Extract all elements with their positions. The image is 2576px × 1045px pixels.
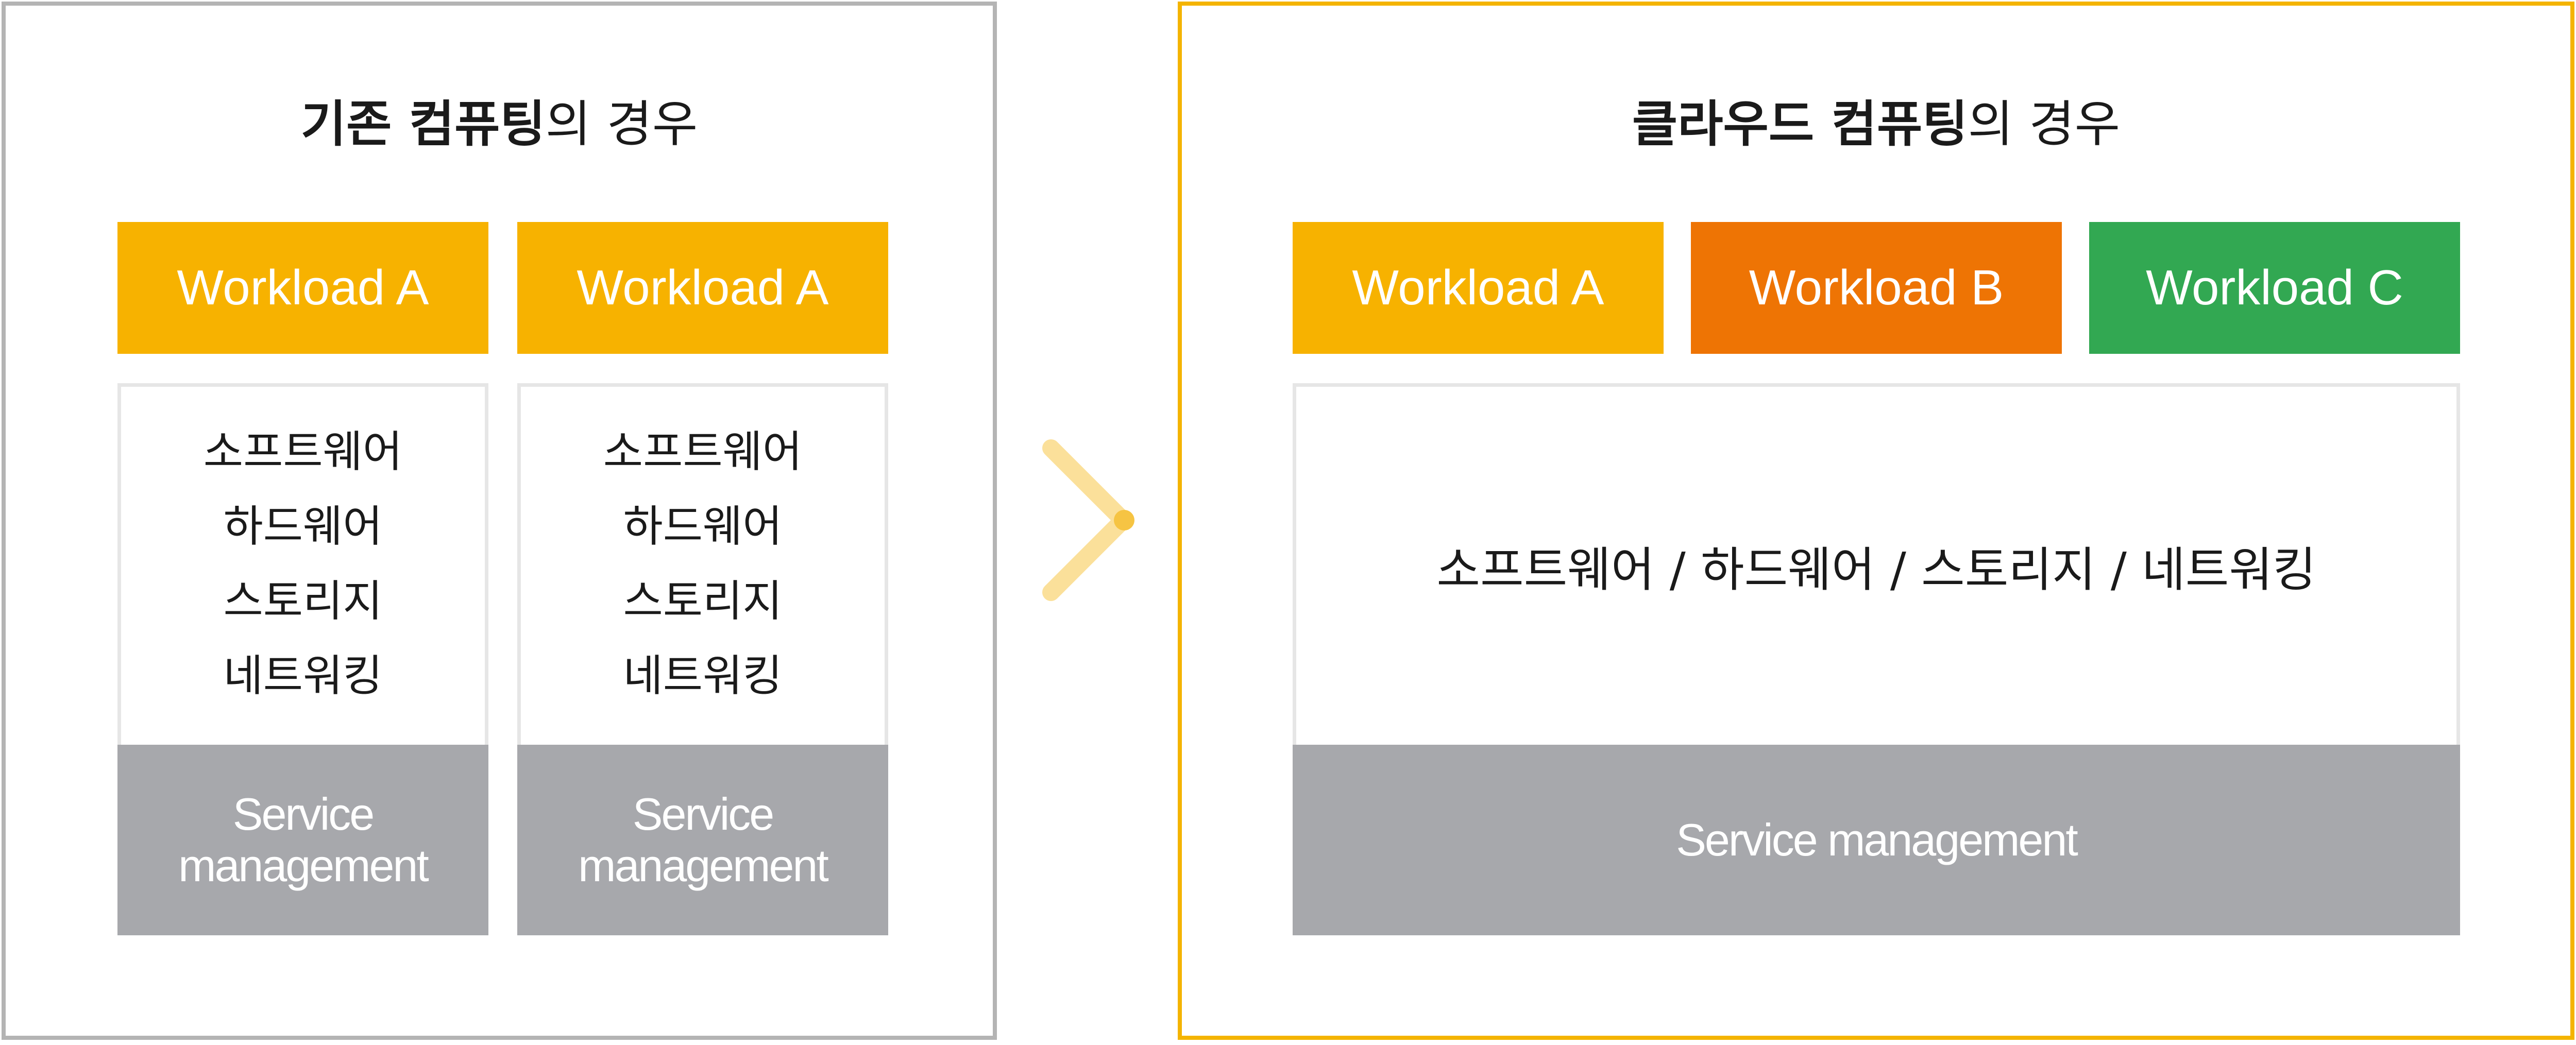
service-label-line1: Service xyxy=(632,789,774,840)
workload-c-box: Workload C xyxy=(2089,222,2460,354)
workload-a-box: Workload A xyxy=(517,222,888,354)
software-label: 소프트웨어 xyxy=(203,426,403,477)
cloud-panel-title: 클라우드 컴퓨팅의 경우 xyxy=(1182,93,2570,155)
hardware-label: 하드웨어 xyxy=(623,501,783,552)
networking-label: 네트워킹 xyxy=(223,650,383,701)
shared-infrastructure-stack: 소프트웨어 / 하드웨어 / 스토리지 / 네트워킹 xyxy=(1293,383,2460,745)
chevron-right-icon xyxy=(1042,439,1134,601)
service-label-line1: Service xyxy=(232,789,375,840)
hardware-label: 하드웨어 xyxy=(223,501,383,552)
traditional-title-suffix: 의 경우 xyxy=(545,95,698,153)
cloud-computing-panel: 클라우드 컴퓨팅의 경우 Workload A Workload B Workl… xyxy=(1178,2,2574,1040)
cloud-title-bold: 클라우드 컴퓨팅 xyxy=(1632,95,1968,153)
shared-service-management-box: Service management xyxy=(1293,745,2460,935)
cloud-title-suffix: 의 경우 xyxy=(1968,95,2121,153)
service-management-box: Service management xyxy=(117,745,488,935)
traditional-computing-panel: 기존 컴퓨팅의 경우 Workload A 소프트웨어 하드웨어 스토리지 네트… xyxy=(2,2,997,1040)
workload-b-box: Workload B xyxy=(1691,222,2062,354)
infrastructure-list: 소프트웨어 하드웨어 스토리지 네트워킹 xyxy=(521,415,885,713)
infrastructure-stack: 소프트웨어 하드웨어 스토리지 네트워킹 xyxy=(517,383,888,745)
service-label-line2: management xyxy=(578,840,829,891)
infrastructure-list: 소프트웨어 하드웨어 스토리지 네트워킹 xyxy=(121,415,485,713)
traditional-title-bold: 기존 컴퓨팅 xyxy=(300,95,546,153)
networking-label: 네트워킹 xyxy=(623,650,783,701)
storage-label: 스토리지 xyxy=(223,576,383,626)
service-label-line2: management xyxy=(178,840,429,891)
storage-label: 스토리지 xyxy=(623,576,783,626)
workload-a-box: Workload A xyxy=(1293,222,1664,354)
traditional-panel-title: 기존 컴퓨팅의 경우 xyxy=(6,93,993,155)
workload-a-box: Workload A xyxy=(117,222,488,354)
software-label: 소프트웨어 xyxy=(603,426,803,477)
shared-infrastructure-label: 소프트웨어 / 하드웨어 / 스토리지 / 네트워킹 xyxy=(1436,542,2316,597)
infrastructure-stack: 소프트웨어 하드웨어 스토리지 네트워킹 xyxy=(117,383,488,745)
service-management-box: Service management xyxy=(517,745,888,935)
